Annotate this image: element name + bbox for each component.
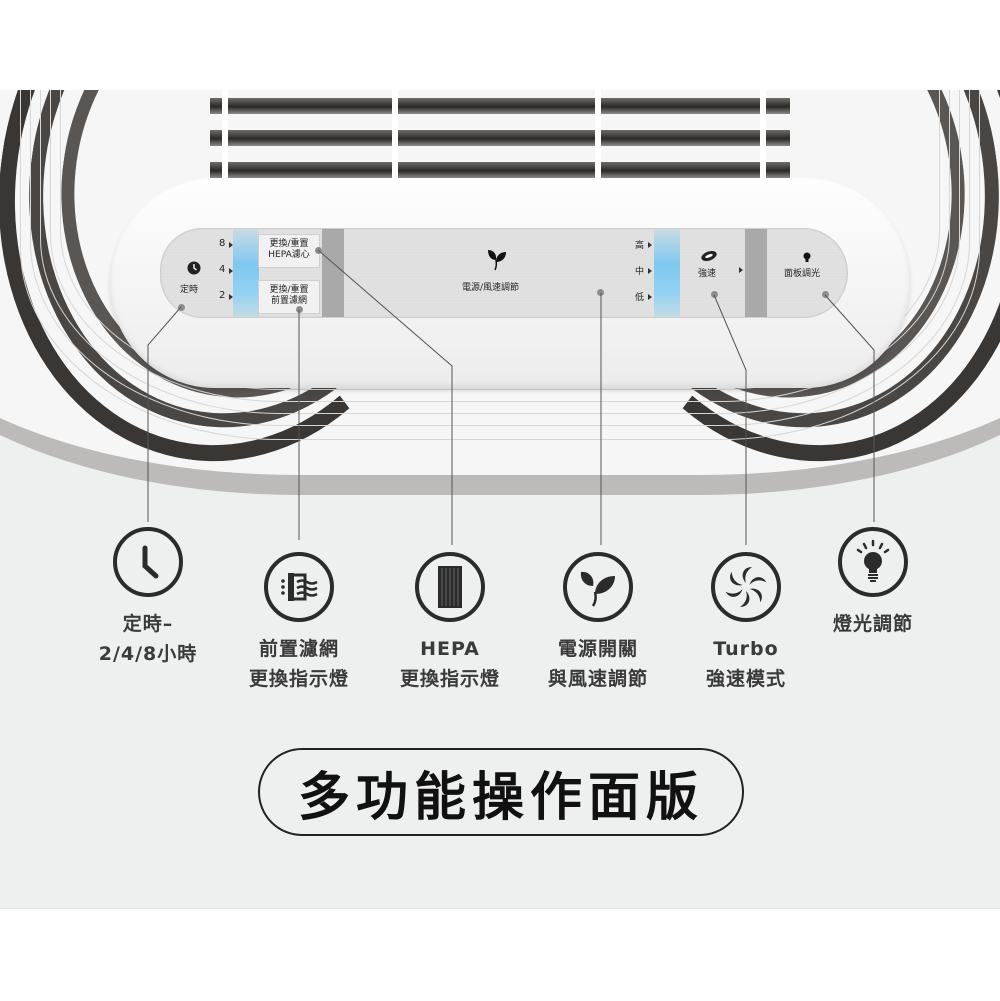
feature-power-line1: 電源開關 bbox=[557, 638, 638, 660]
fan-swirl-icon bbox=[711, 552, 781, 622]
lightbulb-icon bbox=[803, 252, 811, 262]
panel-dimmer-button[interactable]: 面板調光 bbox=[780, 248, 836, 288]
leaf-icon bbox=[488, 250, 506, 271]
speed-high: 高 bbox=[635, 241, 645, 251]
feature-hepa: HEPA 更換指示燈 bbox=[380, 552, 520, 694]
feature-hepa-line2: 更換指示燈 bbox=[399, 668, 500, 690]
leaf-icon bbox=[563, 552, 633, 622]
feature-timer-line1: 定時– bbox=[122, 613, 174, 635]
turbo-swirl-icon bbox=[701, 250, 717, 262]
air-outlet-grille bbox=[0, 90, 1000, 475]
hepa-filter-icon bbox=[415, 552, 485, 622]
feature-turbo-line2: 強速模式 bbox=[705, 668, 786, 690]
timer-level-4: 4 bbox=[219, 264, 226, 275]
bottom-margin bbox=[0, 908, 1000, 1001]
speed-medium: 中 bbox=[635, 267, 645, 277]
lightbulb-icon bbox=[838, 527, 908, 597]
turbo-button[interactable]: 強速 bbox=[690, 248, 730, 288]
timer-level-2: 2 bbox=[219, 290, 226, 301]
timer-level-8: 8 bbox=[219, 238, 226, 249]
feature-timer: 定時– 2/4/8小時 bbox=[78, 527, 218, 669]
turbo-indicator-light bbox=[745, 229, 767, 317]
clock-icon bbox=[113, 527, 183, 597]
dimmer-label: 面板調光 bbox=[784, 269, 821, 279]
feature-hepa-line1: HEPA bbox=[420, 638, 480, 660]
hepa-reset-line2: HEPA濾心 bbox=[268, 250, 310, 260]
timer-label: 定時 bbox=[180, 285, 199, 295]
feature-turbo: Turbo 強速模式 bbox=[676, 552, 816, 694]
clock-icon bbox=[187, 261, 201, 275]
hepa-reset-button[interactable]: 更換/重置 HEPA濾心 bbox=[258, 234, 320, 268]
feature-prefilter-line2: 更換指示燈 bbox=[248, 668, 349, 690]
feature-timer-line2: 2/4/8小時 bbox=[98, 643, 198, 665]
turbo-label: 強速 bbox=[698, 269, 717, 279]
page-title: 多功能操作面版 bbox=[258, 748, 744, 836]
feature-power-speed: 電源開關 與風速調節 bbox=[528, 552, 668, 694]
feature-turbo-line1: Turbo bbox=[713, 638, 779, 660]
prefilter-reset-button[interactable]: 更換/重置 前置濾網 bbox=[258, 280, 320, 314]
feature-power-line2: 與風速調節 bbox=[547, 668, 648, 690]
speed-indicator-light bbox=[654, 229, 680, 317]
timer-indicator-light bbox=[233, 229, 259, 317]
prefilter-reset-line1: 更換/重置 bbox=[269, 285, 309, 295]
feature-light-dimmer: 燈光調節 bbox=[803, 527, 943, 639]
prefilter-icon bbox=[264, 552, 334, 622]
feature-prefilter-line1: 前置濾網 bbox=[258, 638, 339, 660]
filter-indicator-light bbox=[322, 229, 344, 317]
hepa-reset-line1: 更換/重置 bbox=[269, 239, 309, 249]
speed-low: 低 bbox=[635, 293, 645, 303]
feature-light-line1: 燈光調節 bbox=[832, 613, 913, 635]
prefilter-reset-line2: 前置濾網 bbox=[270, 296, 307, 306]
timer-button[interactable]: 定時 bbox=[176, 258, 212, 298]
power-speed-button[interactable]: 電源/風速調節 bbox=[450, 248, 550, 296]
feature-prefilter: 前置濾網 更換指示燈 bbox=[229, 552, 369, 694]
power-speed-label: 電源/風速調節 bbox=[462, 283, 520, 293]
